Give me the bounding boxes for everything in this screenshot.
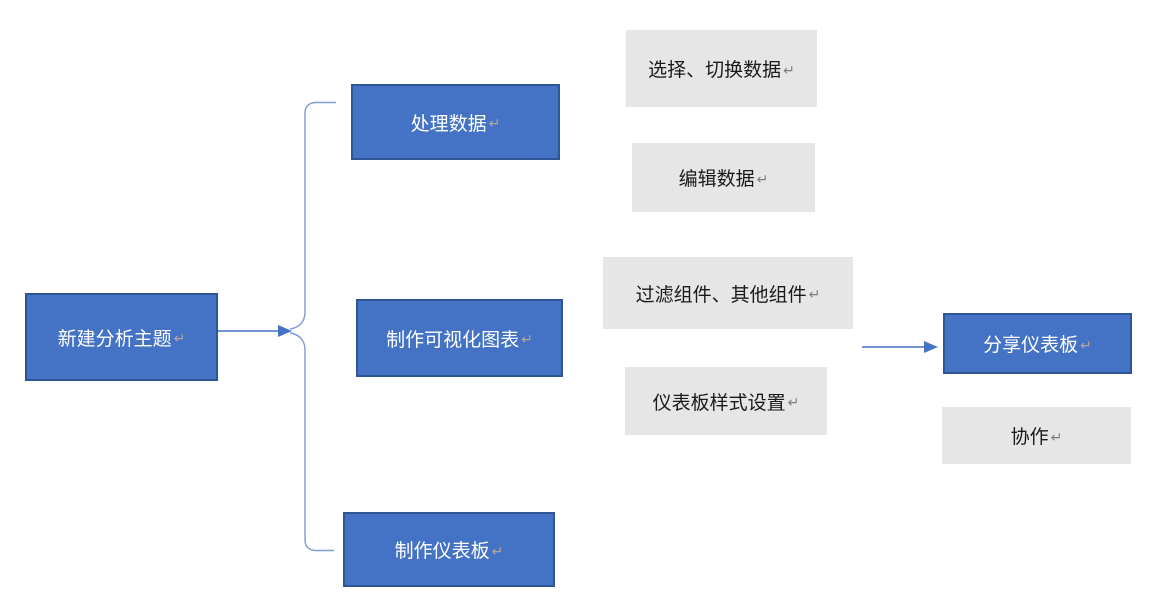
node-label: 协作: [1010, 426, 1049, 448]
node-filter-components[interactable]: 过滤组件、其他组件↵: [603, 257, 853, 329]
paragraph-mark-icon: ↵: [783, 62, 795, 79]
node-process-data[interactable]: 处理数据↵: [351, 84, 560, 160]
edge-branch-to-process-data: [289, 101, 336, 330]
paragraph-mark-icon: ↵: [1080, 337, 1092, 354]
paragraph-mark-icon: ↵: [787, 395, 800, 411]
node-create-analysis-topic[interactable]: 新建分析主题↵: [25, 293, 218, 381]
node-label: 编辑数据: [678, 168, 755, 190]
node-collaborate[interactable]: 协作↵: [942, 407, 1131, 464]
node-share-dashboard[interactable]: 分享仪表板↵: [943, 313, 1132, 374]
node-label: 制作仪表板: [394, 540, 490, 562]
paragraph-mark-icon: ↵: [521, 332, 533, 348]
edge-branch-to-make-dashboard: [289, 332, 334, 552]
node-select-switch-data[interactable]: 选择、切换数据↵: [626, 30, 817, 107]
paragraph-mark-icon: ↵: [808, 287, 821, 303]
node-label: 新建分析主题: [57, 327, 172, 350]
paragraph-mark-icon: ↵: [488, 116, 501, 132]
paragraph-mark-icon: ↵: [1050, 429, 1063, 446]
node-label: 制作可视化图表: [386, 328, 520, 351]
node-label: 仪表板样式设置: [652, 391, 786, 414]
paragraph-mark-icon: ↵: [756, 171, 769, 188]
node-label: 过滤组件、其他组件: [635, 283, 807, 306]
node-edit-data[interactable]: 编辑数据↵: [632, 143, 815, 212]
node-make-visual-charts[interactable]: 制作可视化图表↵: [356, 299, 563, 377]
node-label: 选择、切换数据: [648, 59, 782, 81]
arrowhead-branch: [278, 325, 292, 337]
node-make-dashboard[interactable]: 制作仪表板↵: [343, 512, 555, 587]
node-label: 处理数据: [410, 112, 487, 135]
paragraph-mark-icon: ↵: [491, 543, 504, 560]
paragraph-mark-icon: ↵: [173, 331, 186, 347]
arrowhead-share-dashboard: [924, 341, 938, 353]
node-dashboard-style-settings[interactable]: 仪表板样式设置↵: [625, 367, 827, 435]
node-label: 分享仪表板: [983, 334, 1079, 356]
